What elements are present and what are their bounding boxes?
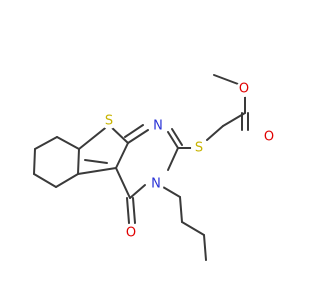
bond	[55, 173, 79, 188]
bond	[78, 124, 110, 150]
atom-label: O	[126, 226, 136, 241]
bond	[167, 131, 179, 149]
bond	[181, 221, 205, 236]
bond	[115, 167, 131, 199]
atom-labels: S N S N O O O	[101, 81, 277, 241]
bond	[77, 167, 117, 175]
atom-label: S	[195, 141, 203, 156]
bond	[132, 197, 136, 224]
atom-label: O	[264, 130, 274, 145]
bond	[33, 173, 57, 188]
carbonyl-oxygen-atom: O	[261, 129, 277, 145]
atom-label: S	[105, 114, 113, 129]
atom-label: N	[151, 177, 161, 192]
ester-oxygen-atom: O	[236, 81, 252, 97]
atom-label: O	[239, 82, 249, 97]
bond	[213, 74, 239, 85]
bond	[167, 147, 179, 171]
bond	[206, 125, 224, 141]
bond	[115, 142, 129, 169]
bond	[126, 197, 130, 224]
bond	[124, 124, 144, 138]
molecule-structure: S N S N O O O	[33, 74, 277, 261]
bond	[84, 159, 108, 164]
butyl-nitrogen-atom: N	[148, 176, 164, 192]
thioether-sulfur-atom: S	[191, 140, 207, 156]
bond	[127, 129, 149, 144]
bond	[77, 148, 80, 175]
ketone-oxygen-atom: O	[123, 225, 139, 241]
bond	[171, 128, 183, 146]
bond	[56, 136, 80, 150]
thiophene-sulfur-atom: S	[101, 113, 117, 129]
bonds	[33, 74, 249, 261]
atom-label: N	[153, 119, 163, 134]
ring-nitrogen-atom: N	[150, 118, 166, 134]
bond	[129, 184, 146, 199]
bond	[162, 186, 181, 198]
bond	[33, 148, 36, 175]
bond	[179, 196, 183, 223]
bond	[34, 136, 58, 150]
bond	[203, 234, 207, 261]
